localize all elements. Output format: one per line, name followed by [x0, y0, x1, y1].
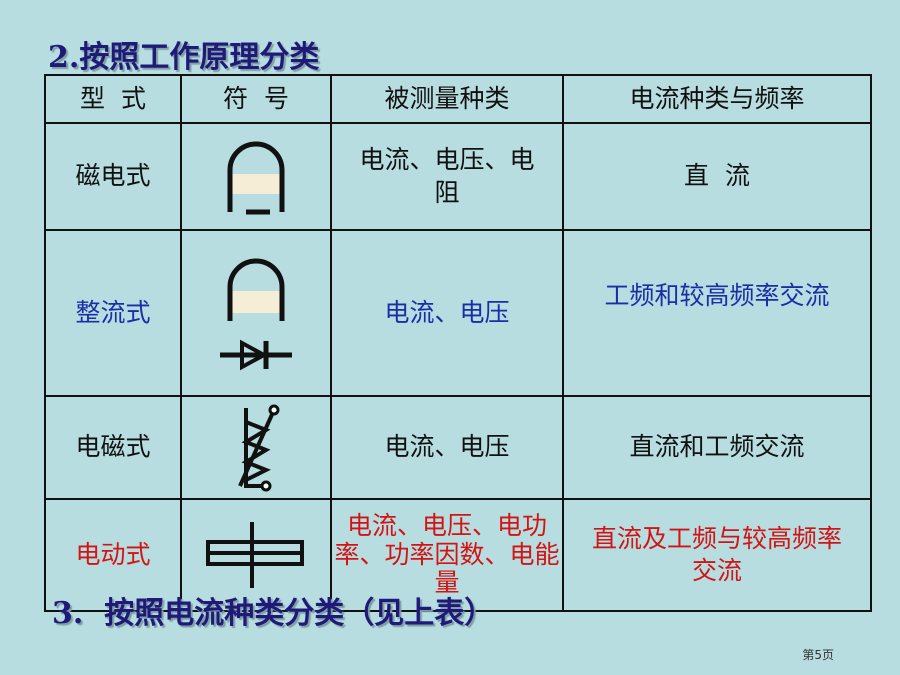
table-row: 电磁式 电流、电压 直流和工频交流: [44, 395, 872, 500]
row-symbol: [180, 229, 332, 397]
row-measured: 电流、电压: [330, 229, 564, 397]
header-current: 电流种类与频率: [562, 74, 872, 124]
row-type: 磁电式: [44, 122, 182, 231]
table-row: 电动式 电流、电压、电功率、功率因数、电能量 直流及工频与较高频率交流: [44, 498, 872, 612]
header-type: 型 式: [44, 74, 182, 124]
table-row: 磁电式 电流、电压、电阻 直 流: [44, 122, 872, 231]
row-symbol: [180, 395, 332, 500]
row-measured: 电流、电压、电功率、功率因数、电能量: [330, 498, 564, 612]
classification-table: 型 式 符 号 被测量种类 电流种类与频率 磁电式 电流、电压、电阻 直 流 整…: [44, 74, 872, 612]
row-type: 电动式: [44, 498, 182, 612]
header-measured: 被测量种类: [330, 74, 564, 124]
row-current: 直流及工频与较高频率交流: [562, 498, 872, 612]
row-current: 直 流: [562, 122, 872, 231]
rectifier-symbol-icon: [220, 258, 292, 371]
row-symbol: [180, 498, 332, 612]
page-number: 第5页: [802, 648, 834, 662]
table-header-row: 型 式 符 号 被测量种类 电流种类与频率: [44, 74, 872, 124]
electromagnetic-symbol-icon: [238, 404, 280, 491]
row-current: 工频和较高频率交流: [562, 229, 872, 397]
row-measured: 电流、电压: [330, 395, 564, 500]
row-measured: 电流、电压、电阻: [330, 122, 564, 231]
electrodynamic-symbol-icon: [206, 522, 304, 588]
magnetoelectric-symbol-icon: [227, 141, 285, 214]
table-row: 整流式 电流、电压 工频和较高频率交流: [44, 229, 872, 397]
row-type: 整流式: [44, 229, 182, 397]
section-heading-2: 2.按照工作原理分类: [48, 40, 320, 75]
section-heading-3: 3. 按照电流种类分类（见上表）: [52, 596, 495, 631]
row-symbol: [180, 122, 332, 231]
header-symbol: 符 号: [180, 74, 332, 124]
row-current: 直流和工频交流: [562, 395, 872, 500]
row-type: 电磁式: [44, 395, 182, 500]
